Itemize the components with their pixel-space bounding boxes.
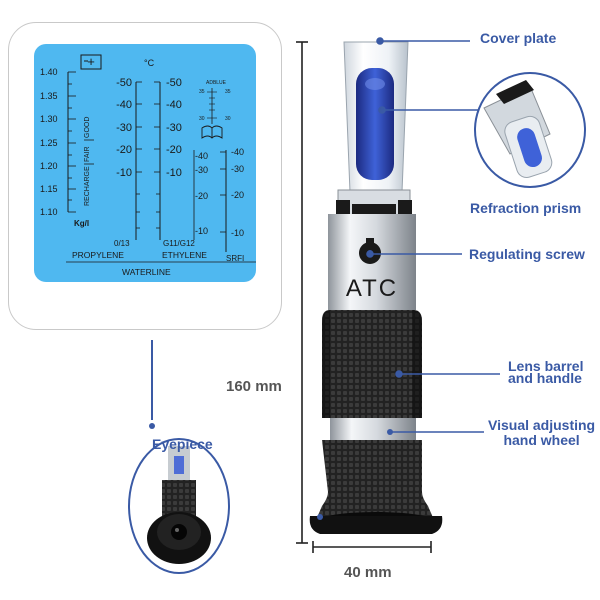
label-lens-barrel-line1: Lens barrel (508, 358, 584, 374)
prism-window (356, 68, 394, 180)
adblue-tick: 35 (199, 89, 205, 95)
book-icon (201, 125, 223, 139)
label-cover-plate: Cover plate (480, 30, 557, 46)
prism-image (483, 80, 553, 178)
propylene-tick: -50 (116, 77, 132, 89)
label-lens-barrel-line2: and handle (508, 370, 582, 386)
sr-tick: -10 (195, 226, 208, 236)
label-visual-adjusting-line2: hand wheel (503, 432, 580, 448)
sr-tick: -30 (195, 165, 208, 175)
adblue-label: ADBLUE (206, 80, 227, 86)
hand-wheel (316, 440, 434, 520)
eyepiece-image (147, 446, 211, 564)
label-refraction-prism: Refraction prism (470, 200, 582, 216)
adblue-tick: 30 (225, 116, 231, 122)
plus-minus-box (80, 54, 102, 70)
lens-barrel-handle (322, 310, 422, 418)
ethylene-ticks: -50 -40 -30 -20 -10 (166, 77, 182, 179)
scale-field (34, 44, 256, 282)
ethylene-label: ETHYLENE (162, 250, 207, 260)
ethylene-tick: -30 (166, 122, 182, 134)
left-value: 1.40 (40, 67, 58, 77)
left-minor-ticks (68, 71, 76, 213)
propylene-tick: -40 (116, 99, 132, 111)
adblue-tick: 35 (225, 89, 231, 95)
refractometer-scale: + 1.40 1.35 1.30 1.25 1.20 1.15 1.10 Kg/… (34, 44, 256, 282)
label-eyepiece: Eyepiece (152, 436, 213, 452)
sr-tick: -40 (195, 151, 208, 161)
sr-tick: -20 (195, 191, 208, 201)
status-recharge: RECHARGE (84, 166, 91, 206)
ethylene-tick: -20 (166, 144, 182, 156)
g-label-right: G11/G12 (163, 239, 195, 248)
dimension-width: 40 mm (344, 564, 392, 581)
sr-tick-right: -10 (231, 228, 244, 238)
left-values: 1.40 1.35 1.30 1.25 1.20 1.15 1.10 (40, 67, 58, 217)
atc-label: ATC (346, 275, 398, 302)
left-value: 1.15 (40, 184, 58, 194)
g-label-left: 0/13 (114, 239, 130, 248)
propylene-label: PROPYLENE (72, 250, 124, 260)
celsius-unit: °C (144, 58, 155, 68)
status-fair: FAIR (84, 146, 91, 162)
label-visual-adjusting: Visual adjusting hand wheel (488, 418, 595, 448)
unit-left: Kg/l (74, 219, 89, 228)
propylene-tick: -10 (116, 167, 132, 179)
plus-minus-sign: + (87, 54, 95, 69)
left-value: 1.25 (40, 138, 58, 148)
ethylene-tick: -10 (166, 167, 182, 179)
waterline-label: WATERLINE (122, 267, 171, 277)
prism-inset (474, 72, 586, 188)
left-value: 1.30 (40, 114, 58, 124)
adblue-tick: 30 (199, 116, 205, 122)
status-good: GOOD (84, 117, 91, 138)
label-visual-adjusting-line1: Visual adjusting (488, 417, 596, 433)
label-regulating-screw: Regulating screw (469, 246, 585, 262)
left-value: 1.20 (40, 161, 58, 171)
sr-ticks-right: -40 -30 -20 -10 (231, 147, 244, 238)
ethylene-tick: -40 (166, 99, 182, 111)
left-value: 1.35 (40, 91, 58, 101)
ethylene-tick: -50 (166, 77, 182, 89)
srfi-label: SRFI (226, 254, 244, 263)
sr-tick-right: -40 (231, 147, 244, 157)
eyepiece-inset (128, 438, 230, 574)
sr-ticks-left: -40 -30 -20 -10 (195, 151, 208, 236)
chrome-ring (330, 418, 416, 440)
dimension-height: 160 mm (226, 378, 282, 395)
sr-tick-right: -20 (231, 190, 244, 200)
propylene-tick: -30 (116, 122, 132, 134)
propylene-tick: -20 (116, 144, 132, 156)
left-value: 1.10 (40, 207, 58, 217)
sr-tick-right: -30 (231, 164, 244, 174)
label-lens-barrel: Lens barrel and handle (508, 358, 584, 386)
propylene-ticks: -50 -40 -30 -20 -10 (116, 77, 132, 179)
